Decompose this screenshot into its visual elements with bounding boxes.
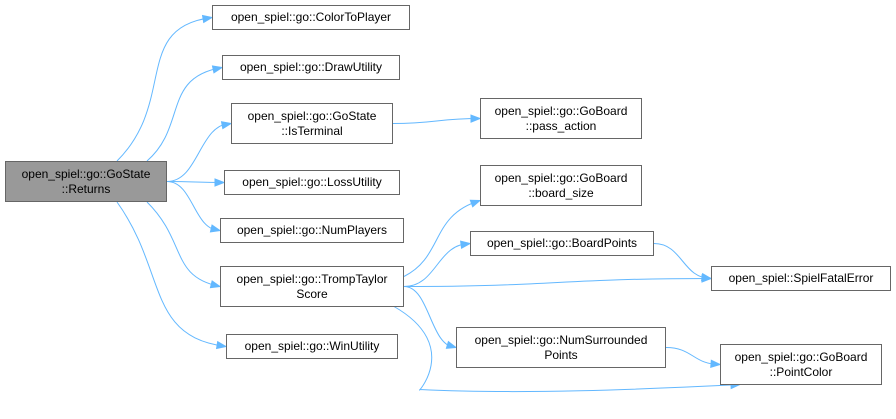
arrowhead-tromptaylor-boardsize [469,199,482,208]
node-label-line: open_spiel::go::GoState [247,108,377,123]
node-label-line: open_spiel::go::ColorToPlayer [230,10,392,24]
node-boardpoints[interactable]: open_spiel::go::BoardPoints [470,231,654,256]
node-drawutility[interactable]: open_spiel::go::DrawUtility [222,55,400,80]
edge-returns-tromptaylor [146,201,221,287]
node-label-line: open_spiel::go::GoState [21,166,151,181]
arrowhead-tromptaylor-boardpoints [460,240,472,249]
arrowhead-returns-tromptaylor [209,280,222,289]
node-label-line: Points [544,347,578,362]
edge-returns-colortoplayer [116,17,213,162]
arrowhead-returns-colortoplayer [201,14,214,24]
node-label-line: open_spiel::SpielFatalError [728,271,874,285]
node-label-line: open_spiel::go::TrompTaylor [236,271,388,286]
node-winutility[interactable]: open_spiel::go::WinUtility [226,334,398,359]
arrowhead-returns-lossutility [214,178,226,187]
node-numplayers[interactable]: open_spiel::go::NumPlayers [220,218,404,243]
node-boardsize[interactable]: open_spiel::go::GoBoard::board_size [480,165,642,206]
node-label-line: ::board_size [528,185,594,200]
node-label-line: open_spiel::go::NumPlayers [236,223,388,237]
edge-returns-numplayers [166,181,221,231]
arrowhead-boardpoints-spielfatal [700,272,713,282]
edge-isterminal-passaction [392,118,481,124]
node-label-line: open_spiel::go::GoBoard [494,170,628,185]
node-isterminal[interactable]: open_spiel::go::GoState::IsTerminal [231,103,393,144]
node-colortoplayer[interactable]: open_spiel::go::ColorToPlayer [212,5,410,30]
arrowhead-returns-numplayers [209,224,222,233]
node-label-line: open_spiel::go::GoBoard [494,103,628,118]
edge-tromptaylor-boardsize [403,200,481,277]
edge-tromptaylor-pointcolor [393,306,741,393]
node-passaction[interactable]: open_spiel::go::GoBoard::pass_action [480,98,642,139]
edge-returns-winutility [116,201,227,347]
arrowhead-isterminal-passaction [470,114,482,123]
node-label-line: ::pass_action [525,118,597,133]
node-label-line: ::Returns [61,181,111,196]
arrowhead-returns-drawutility [211,65,224,74]
arrowhead-returns-isterminal [220,121,233,130]
arrowhead-numsurrounded-pointcolor [710,359,722,368]
arrowhead-returns-winutility [215,340,228,350]
node-label-line: ::IsTerminal [281,123,343,138]
edge-tromptaylor-spielfatal [403,278,712,287]
node-label-line: open_spiel::go::BoardPoints [486,236,638,250]
node-label-line: open_spiel::go::DrawUtility [239,60,383,74]
edge-tromptaylor-boardpoints [403,243,471,287]
node-pointcolor[interactable]: open_spiel::go::GoBoard::PointColor [720,344,882,385]
edge-returns-isterminal [166,123,232,182]
node-label-line: open_spiel::go::NumSurrounded [474,332,648,347]
arrowhead-tromptaylor-numsurrounded [445,340,458,349]
node-label-line: open_spiel::go::LossUtility [242,175,382,189]
node-spielfatal[interactable]: open_spiel::SpielFatalError [711,266,891,291]
node-lossutility[interactable]: open_spiel::go::LossUtility [224,170,400,195]
edge-tromptaylor-numsurrounded [403,286,457,348]
node-label-line: ::PointColor [769,364,833,379]
node-label-line: Score [296,286,328,301]
node-label-line: open_spiel::go::GoBoard [734,349,868,364]
node-returns[interactable]: open_spiel::go::GoState::Returns [5,161,167,202]
edge-returns-drawutility [146,67,223,162]
node-label-line: open_spiel::go::WinUtility [244,339,380,353]
